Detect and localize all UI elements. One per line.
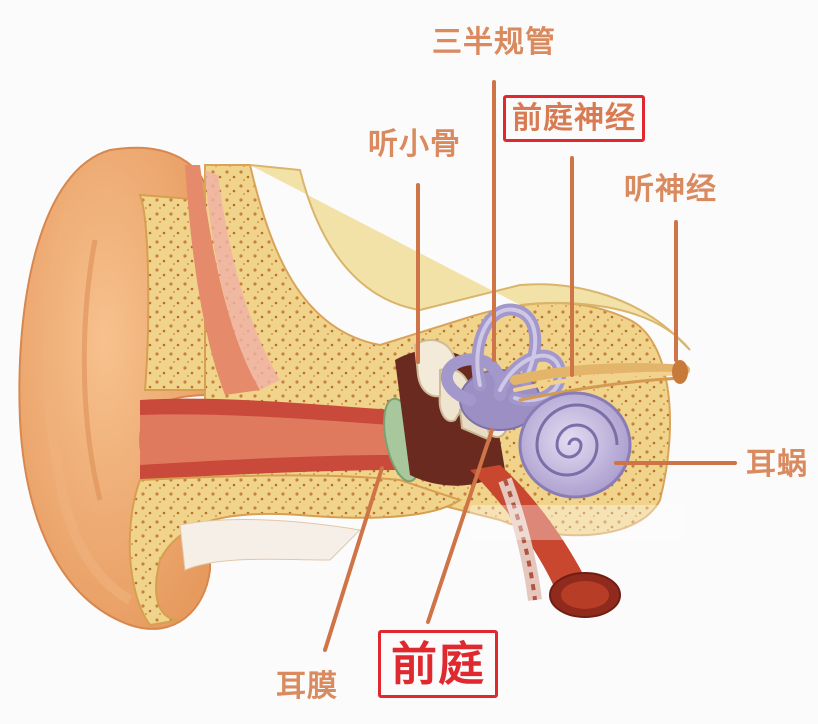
skin-layer [185, 165, 260, 395]
cartilage-layer [205, 170, 280, 390]
ear-canal [140, 398, 400, 480]
label-semicircular-canals: 三半规管 [432, 25, 556, 60]
cochlea-organ [518, 391, 632, 499]
label-eardrum: 耳膜 [276, 669, 338, 704]
label-ossicles: 听小骨 [368, 127, 461, 162]
eustachian-tube-and-vessels [470, 465, 621, 618]
label-vestibular-nerve: 前庭神经 [503, 95, 645, 142]
vestibular-nerve-bundle [510, 360, 690, 402]
leader-lines [323, 80, 737, 652]
label-vestibule: 前庭 [378, 630, 498, 698]
lower-canal-bone [128, 474, 463, 627]
leader-line-vestibule [426, 428, 494, 624]
label-cochlea: 耳蜗 [746, 447, 808, 482]
soft-tissue [179, 519, 362, 571]
leader-line-eardrum [323, 466, 384, 652]
label-auditory-nerve: 听神经 [624, 172, 717, 207]
watermark [470, 505, 685, 540]
